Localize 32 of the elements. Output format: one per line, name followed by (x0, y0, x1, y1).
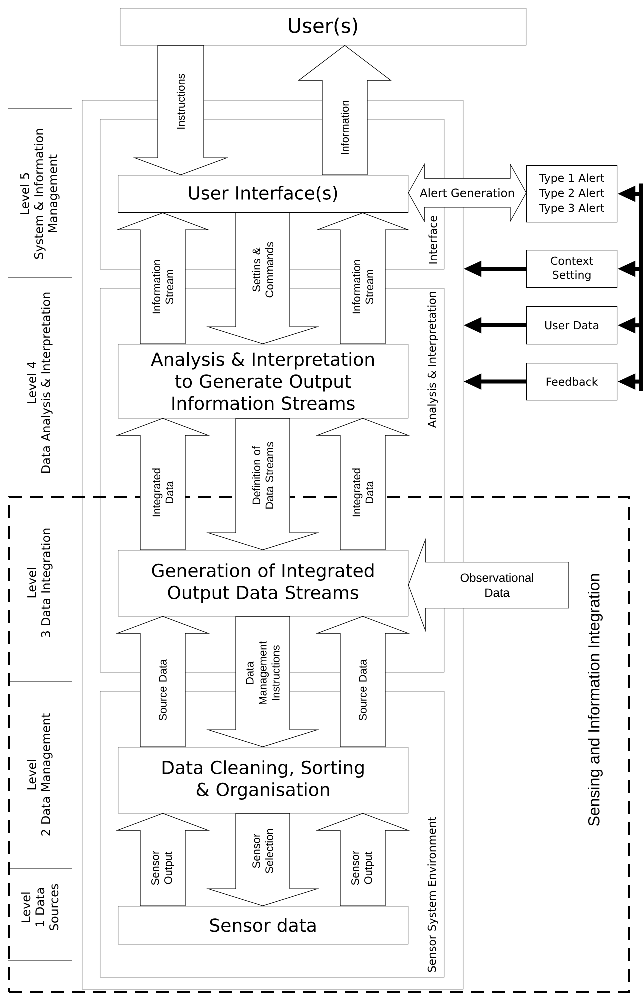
level-label: Level 5 System & Information Management (20, 129, 60, 259)
edge-label: Sensor Output (352, 851, 374, 886)
input-box: Feedback (526, 363, 618, 401)
edge-label: Observational Data (460, 573, 534, 598)
block-arrow (206, 418, 320, 550)
block-arrow (408, 163, 527, 223)
block-arrow (316, 813, 410, 906)
block-arrow (316, 212, 410, 344)
level-label: Level 1 Data Sources (21, 884, 59, 930)
block-arrow (316, 418, 410, 550)
block-arrow (206, 813, 320, 906)
edge-label: Sensor Output (152, 851, 174, 886)
plain-box: User(s) (120, 8, 527, 46)
block-arrow (116, 813, 210, 906)
process-box: User Interface(s) (118, 175, 409, 214)
block-arrow (116, 418, 210, 550)
block-arrow (116, 616, 210, 748)
edge-label: Sensor Selection (252, 829, 274, 874)
block-arrow (408, 538, 570, 632)
block-arrow (116, 212, 210, 344)
block-arrow (206, 212, 320, 344)
level-label: Level 2 Data Management (27, 714, 53, 836)
level-label: Level 4 Data Analysis & Interpretation (27, 292, 53, 473)
connector-line (639, 184, 643, 392)
block-arrow (133, 45, 229, 176)
input-box: User Data (526, 306, 618, 345)
block-arrow (206, 616, 320, 748)
block-arrow (298, 45, 392, 176)
alert-list-box: Type 1 Alert Type 2 Alert Type 3 Alert (526, 166, 618, 223)
level-label: Level 3 Data Integration (27, 528, 53, 638)
input-box: Context Setting (526, 250, 618, 288)
block-arrow (316, 616, 410, 748)
